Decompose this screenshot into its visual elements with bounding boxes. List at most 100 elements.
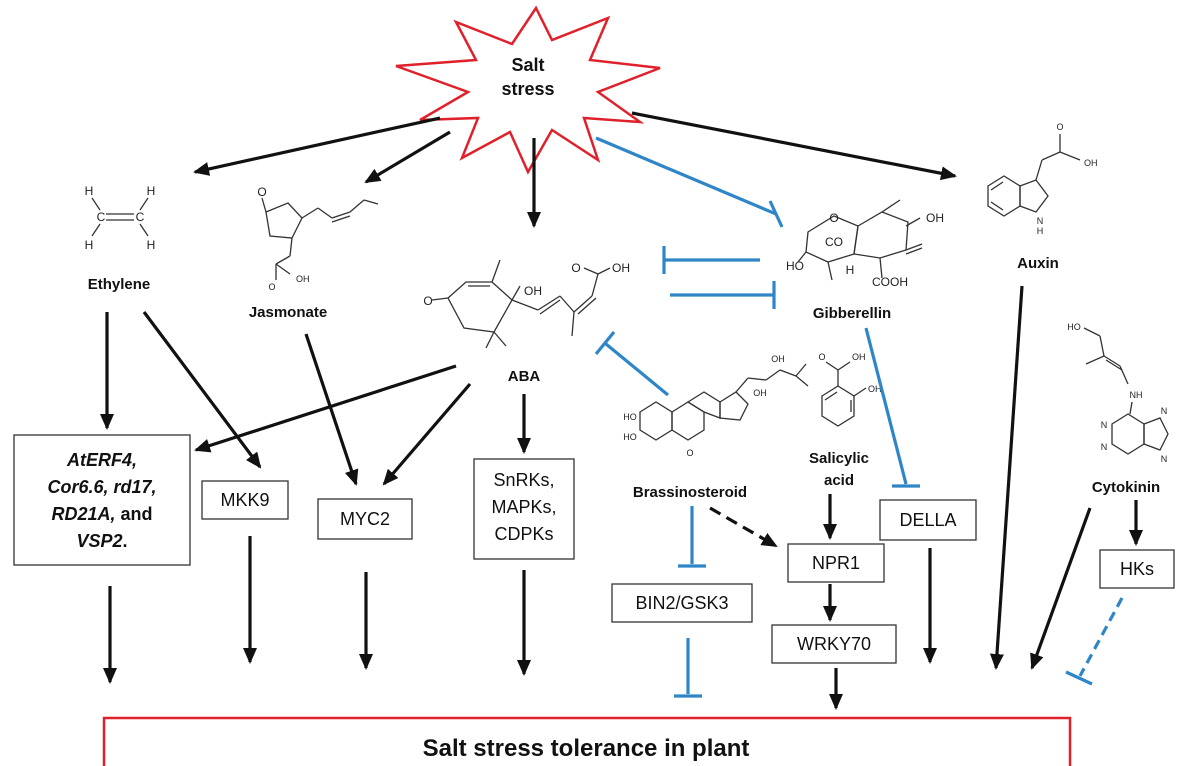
svg-text:NPR1: NPR1	[812, 553, 860, 573]
svg-text:HO: HO	[1067, 322, 1081, 332]
svg-text:H: H	[846, 263, 855, 277]
br-inhibits-aba-bar	[594, 330, 616, 356]
aba-label: ABA	[508, 368, 541, 385]
auxin-molecule: O OH N H	[987, 122, 1098, 236]
box-aterf: AtERF4, Cor6.6, rd17, RD21A, and VSP2.	[13, 434, 191, 566]
svg-text:H: H	[85, 184, 94, 198]
signal-arrows	[100, 311, 1143, 622]
ethylene-molecule: H H C C H H	[85, 184, 156, 252]
salicylic-label-line1: Salicylic	[809, 450, 869, 467]
svg-text:H: H	[1037, 226, 1044, 236]
br-inhibits-aba	[604, 342, 670, 397]
svg-text:OH: OH	[771, 354, 785, 364]
burst-shape	[395, 5, 661, 175]
aba-to-aterf	[194, 364, 457, 453]
jasmonate-to-myc2	[304, 333, 359, 486]
hks-inhibits-tolerance-dashed	[1078, 597, 1124, 677]
salt-stress-arrows	[193, 111, 957, 228]
svg-text:O: O	[571, 261, 580, 275]
svg-text:OH: OH	[524, 284, 542, 298]
outcome-arrows	[103, 285, 1124, 710]
svg-text:C: C	[136, 210, 145, 224]
svg-text:O: O	[423, 294, 432, 308]
salt-stress-burst: Salt stress	[395, 5, 661, 175]
svg-text:NH: NH	[1130, 390, 1143, 400]
cytokinin-to-tolerance	[1030, 507, 1092, 670]
svg-text:AtERF4,: AtERF4,	[66, 450, 137, 470]
svg-text:SnRKs,: SnRKs,	[493, 470, 554, 490]
gibberellin-molecule: OH COOH HO CO O H	[786, 199, 944, 289]
jasmonate-molecule: O O OH	[257, 185, 379, 292]
svg-text:HO: HO	[623, 412, 637, 422]
box-myc2: MYC2	[317, 498, 413, 540]
svg-text:OH: OH	[868, 384, 882, 394]
ethylene-to-mkk9	[142, 311, 262, 469]
brassinosteroid-label: Brassinosteroid	[633, 484, 747, 501]
arrow-to-auxin	[631, 111, 957, 181]
aba-to-myc2	[382, 382, 472, 486]
gibberellin-inhibits-della	[864, 327, 908, 485]
box-npr1: NPR1	[787, 543, 885, 583]
cytokinin-molecule: HO NH N N N N	[1067, 322, 1169, 464]
svg-text:O: O	[818, 352, 825, 362]
outcome-box: Salt stress tolerance in plant	[102, 716, 1072, 766]
box-bin2: BIN2/GSK3	[611, 583, 753, 623]
gibberellin-label: Gibberellin	[813, 305, 891, 322]
svg-text:OH: OH	[926, 211, 944, 225]
svg-text:N: N	[1101, 420, 1108, 430]
svg-text:OH: OH	[753, 388, 767, 398]
svg-text:BIN2/GSK3: BIN2/GSK3	[635, 593, 728, 613]
svg-text:OH: OH	[612, 261, 630, 275]
svg-text:OH: OH	[1084, 158, 1098, 168]
svg-text:OH: OH	[852, 352, 866, 362]
svg-text:VSP2.: VSP2.	[76, 531, 127, 551]
ethylene-label: Ethylene	[88, 276, 151, 293]
inhibit-to-gibberellin	[595, 136, 777, 216]
br-to-npr1-dashed	[709, 506, 778, 548]
svg-text:MYC2: MYC2	[340, 509, 390, 529]
burst-label-line2: stress	[501, 79, 554, 99]
arrow-to-jasmonate	[364, 130, 451, 184]
svg-text:N: N	[1161, 454, 1168, 464]
svg-text:COOH: COOH	[872, 275, 908, 289]
svg-text:O: O	[268, 282, 275, 292]
svg-text:O: O	[829, 211, 838, 225]
svg-text:H: H	[147, 184, 156, 198]
auxin-label: Auxin	[1017, 255, 1059, 272]
box-wrky70: WRKY70	[771, 624, 897, 664]
svg-text:OH: OH	[296, 274, 310, 284]
brassinosteroid-molecule: OH OH HO HO O	[623, 354, 809, 458]
auxin-to-tolerance	[989, 285, 1024, 670]
cross-inhibitions	[594, 246, 776, 397]
svg-text:CDPKs: CDPKs	[494, 524, 553, 544]
svg-text:O: O	[1056, 122, 1063, 132]
svg-text:O: O	[686, 448, 693, 458]
svg-text:N: N	[1037, 216, 1044, 226]
svg-text:RD21A, and: RD21A, and	[51, 504, 152, 524]
svg-text:Cor6.6, rd17,: Cor6.6, rd17,	[47, 477, 156, 497]
jasmonate-label: Jasmonate	[249, 304, 327, 321]
box-della: DELLA	[879, 499, 977, 541]
svg-text:DELLA: DELLA	[899, 510, 956, 530]
aba-molecule: O OH O OH	[423, 259, 630, 349]
svg-text:H: H	[85, 238, 94, 252]
box-hks: HKs	[1099, 549, 1175, 589]
salicylic-acid-molecule: O OH OH	[818, 352, 882, 427]
svg-text:O: O	[257, 185, 266, 199]
svg-text:HO: HO	[786, 259, 804, 273]
svg-text:HO: HO	[623, 432, 637, 442]
salicylic-label-line2: acid	[824, 472, 854, 489]
svg-text:WRKY70: WRKY70	[797, 634, 871, 654]
svg-text:HKs: HKs	[1120, 559, 1154, 579]
burst-label-line1: Salt	[511, 55, 544, 75]
svg-text:MAPKs,: MAPKs,	[491, 497, 556, 517]
svg-text:MKK9: MKK9	[220, 490, 269, 510]
svg-text:CO: CO	[825, 235, 843, 249]
svg-text:H: H	[147, 238, 156, 252]
inhibit-to-gibberellin-bar	[768, 200, 784, 228]
outcome-label: Salt stress tolerance in plant	[423, 735, 750, 762]
svg-text:C: C	[97, 210, 106, 224]
arrow-to-ethylene	[193, 116, 441, 176]
svg-text:N: N	[1161, 406, 1168, 416]
